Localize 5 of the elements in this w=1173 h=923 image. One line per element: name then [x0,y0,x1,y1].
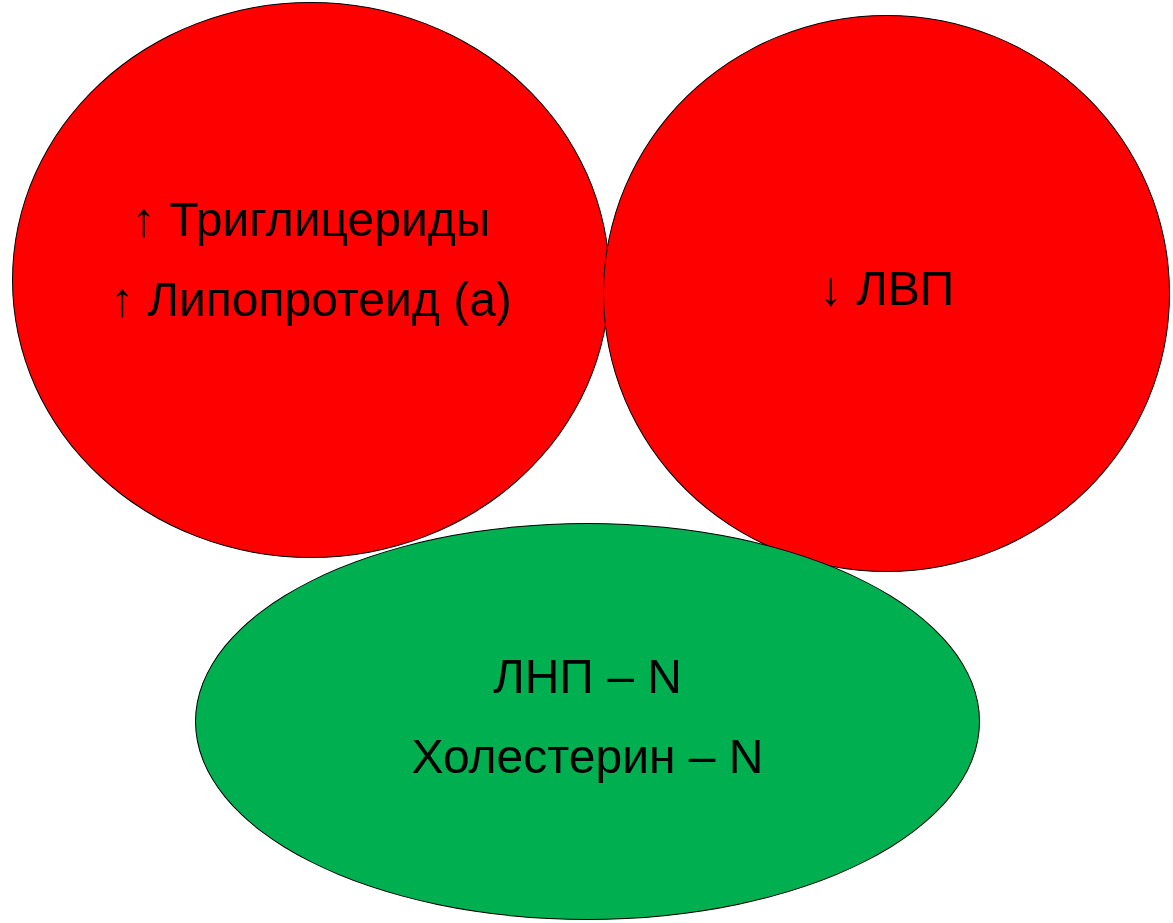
node-text: Холестерин – N [411,728,764,785]
node-text: ↓ ЛВП [818,260,955,317]
node-text: ↑ Триглицериды [131,192,491,248]
node-text: ЛНП – N [493,648,682,705]
node-text: ↑ Липопротеид (а) [110,272,512,328]
